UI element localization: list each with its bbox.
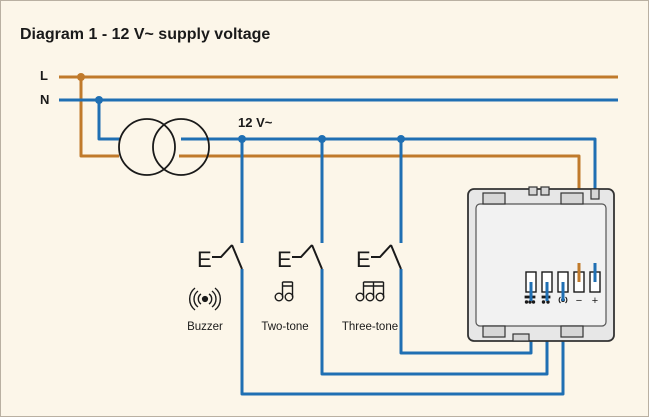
buzzer-device: − +: [467, 186, 615, 342]
terminal-wire-ends: [529, 263, 597, 301]
neutral-label: N: [40, 92, 49, 107]
pushbutton-symbol: E: [197, 247, 212, 272]
transformer-symbol: [118, 118, 210, 176]
bus-junction-1: [238, 135, 246, 143]
bus-junction-3: [397, 135, 405, 143]
three-tone-label: Three-tone: [342, 321, 398, 333]
three-tone-note-icon: [355, 281, 385, 302]
pushbutton-two-tone: E: [277, 244, 323, 272]
two-tone-label: Two-tone: [261, 321, 308, 333]
pushbutton-contact: [292, 244, 323, 270]
device-bottom-clips: [482, 325, 584, 342]
pushbutton-buzzer: E: [197, 244, 243, 272]
neutral-to-transformer: [97, 100, 126, 141]
transformer-secondary-coil: [152, 118, 210, 176]
device-face: [475, 203, 607, 327]
neutral-junctions: [95, 96, 405, 143]
buzzer-icon: [189, 287, 221, 311]
phase-junction: [77, 73, 85, 81]
bus-junction-2: [318, 135, 326, 143]
diagram-title: Diagram 1 - 12 V~ supply voltage: [20, 26, 270, 43]
transformer-primary-coil: [118, 118, 176, 176]
terminal-plus-label: +: [592, 295, 598, 307]
phase-to-transformer: [79, 77, 119, 158]
pushbutton-contact: [371, 244, 402, 270]
pushbutton-three-tone: E: [356, 244, 402, 272]
device-top-clips: [482, 186, 600, 205]
return-buzzer: [240, 269, 565, 396]
secondary-voltage-label: 12 V~: [238, 115, 273, 130]
buzzer-label: Buzzer: [187, 321, 223, 333]
terminal-minus-label: −: [576, 295, 582, 307]
phase-label: L: [40, 68, 48, 83]
pushbutton-symbol: E: [277, 247, 292, 272]
neutral-junction: [95, 96, 103, 104]
pushbutton-symbol: E: [356, 247, 371, 272]
two-tone-note-icon: [274, 281, 294, 302]
pushbutton-contact: [212, 244, 243, 270]
